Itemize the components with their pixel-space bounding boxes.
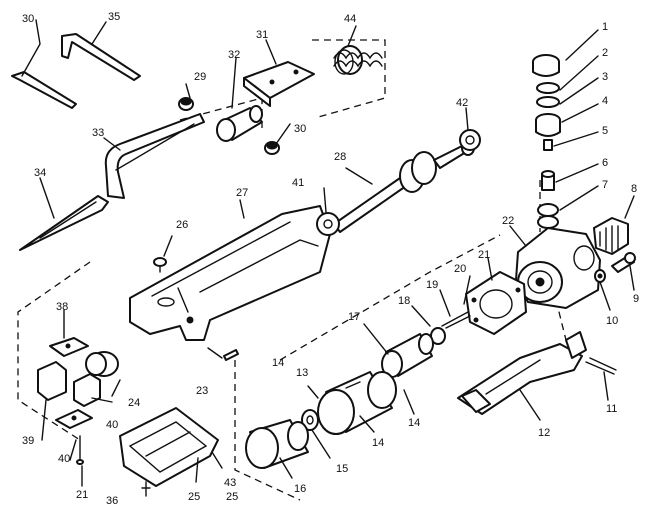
callout-label: 20: [454, 263, 466, 275]
foot-pad-bottom: [55, 409, 93, 429]
foot-block-left: [37, 361, 67, 401]
callout-label: 9: [633, 293, 639, 305]
callout-label: 14: [408, 417, 420, 429]
foot-block-right: [73, 373, 101, 407]
set-screw-upper: [178, 97, 194, 111]
hex-key-short: [11, 71, 77, 109]
housing: [129, 205, 331, 341]
callout-label: 36: [106, 495, 118, 507]
callout-label: 29: [194, 71, 206, 83]
callout-label: 2: [602, 47, 608, 59]
callout-label: 24: [128, 397, 140, 409]
callout-label: 28: [334, 151, 346, 163]
foot-screw: [76, 435, 84, 465]
callout-label: 14: [372, 437, 384, 449]
stacked-caps: [532, 54, 561, 229]
gear-head: [515, 227, 601, 309]
screw-bottom: [141, 481, 151, 497]
callout-label: 39: [22, 435, 34, 447]
callout-label: 15: [336, 463, 348, 475]
callout-label: 32: [228, 49, 240, 61]
housing-screw: [153, 257, 167, 273]
leader-lines: [21, 19, 635, 487]
guard-bar: [104, 113, 205, 199]
callout-label: 18: [398, 295, 410, 307]
callout-label: 41: [292, 177, 304, 189]
callout-label: 17: [348, 311, 360, 323]
drive-pin: [430, 311, 471, 345]
callout-label: 21: [478, 249, 490, 261]
screw-side: [611, 252, 636, 273]
mounting-plate: [243, 61, 315, 107]
drive-shaft: [333, 140, 475, 233]
callout-label: 34: [34, 167, 46, 179]
callout-label: 16: [294, 483, 306, 495]
housing-screw-lower: [223, 349, 239, 361]
hex-key-long: [61, 33, 141, 81]
callout-label: 12: [538, 427, 550, 439]
callout-labels: 1 2 3 4 5 6 7 8 9 10 11 12 13 14 14 14 1…: [22, 11, 639, 507]
callout-label: 44: [344, 13, 356, 25]
motor-can: [317, 371, 397, 435]
armature: [381, 333, 434, 378]
callout-label: 33: [92, 127, 104, 139]
adjustment-knob: [593, 217, 629, 255]
callout-label: 31: [256, 29, 268, 41]
callout-label: 1: [602, 21, 608, 33]
blade: [19, 195, 109, 251]
callout-label: 30: [22, 13, 34, 25]
callout-label: 7: [602, 179, 608, 191]
callout-label: 11: [606, 403, 617, 415]
callout-label: 8: [631, 183, 637, 195]
callout-label: 5: [602, 125, 608, 137]
foot-pad-top: [49, 337, 89, 357]
callout-label: 40: [106, 419, 118, 431]
callout-label: 25: [188, 491, 200, 503]
clip-pin: [585, 357, 617, 375]
callout-label: 21: [76, 489, 88, 501]
callout-label: 19: [426, 279, 438, 291]
nut-side: [594, 269, 606, 283]
end-cap: [245, 419, 309, 469]
callout-label: 25: [226, 491, 238, 503]
bracket-small: [85, 351, 119, 377]
callout-label: 22: [502, 215, 514, 227]
callout-label: 23: [196, 385, 208, 397]
blade-holder: [457, 331, 587, 415]
callout-label: 26: [176, 219, 188, 231]
callout-label: 6: [602, 157, 608, 169]
callout-label: 27: [236, 187, 248, 199]
callout-label: 13: [296, 367, 308, 379]
callout-label: 4: [602, 95, 608, 107]
callout-label: 35: [108, 11, 120, 23]
base-tray: [119, 407, 219, 487]
callout-label: 3: [602, 71, 608, 83]
bearing-front: [316, 212, 340, 236]
callout-label: 38: [56, 301, 68, 313]
bearing-rear: [459, 129, 481, 151]
callout-label: 40: [58, 453, 70, 465]
callout-label: 43: [224, 477, 236, 489]
spring: [333, 45, 383, 75]
set-screw-lower: [264, 141, 280, 155]
callout-label: 14: [272, 357, 284, 369]
callout-label: 10: [606, 315, 618, 327]
pivot-bushing: [216, 105, 263, 142]
gasket-plate: [465, 271, 527, 335]
spacer-ring: [301, 409, 319, 431]
callout-label: 30: [294, 123, 306, 135]
callout-label: 42: [456, 97, 468, 109]
